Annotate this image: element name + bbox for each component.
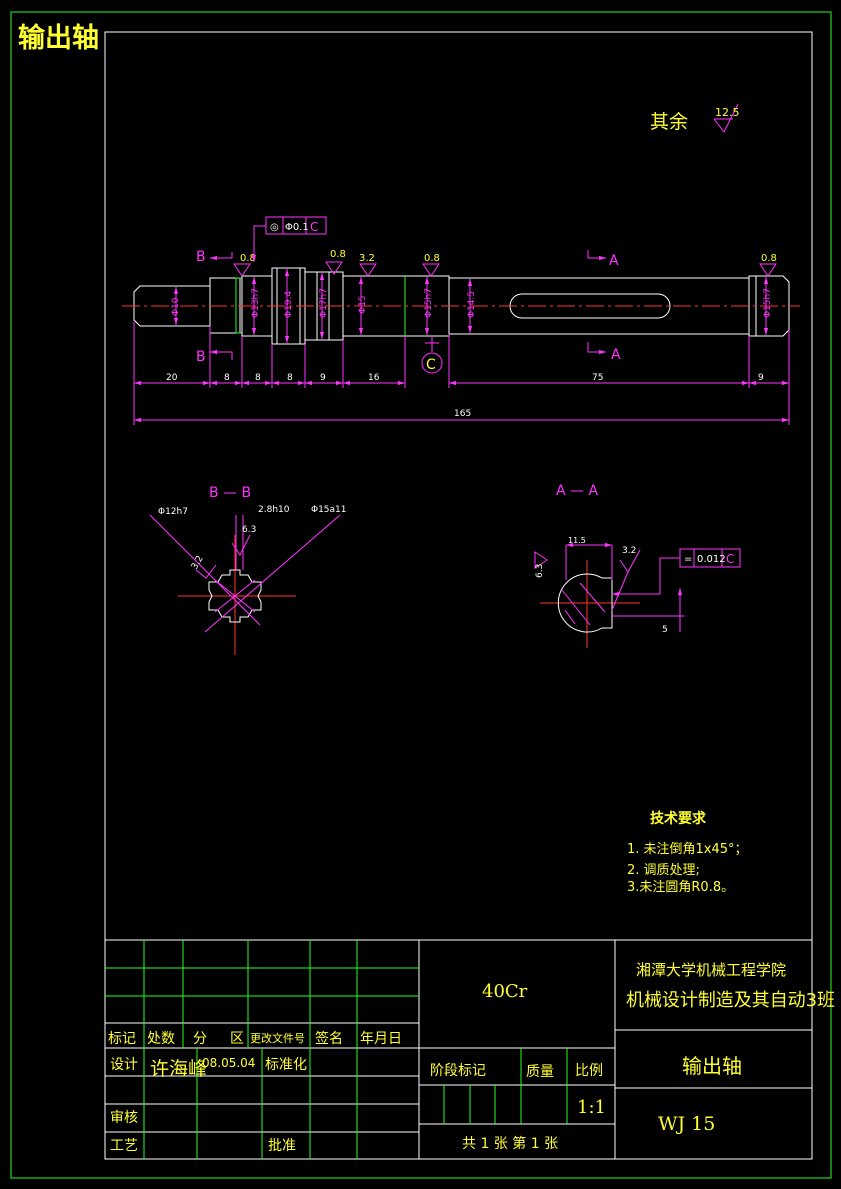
tech-req-item-2: 2. 调质处理; [627, 863, 700, 878]
keyway-width: 11.5 [568, 536, 586, 545]
spline-label-1: Φ12h7 [158, 507, 188, 517]
roughness-marks-shaft [233, 261, 777, 277]
tb-part-name: 输出轴 [682, 1054, 742, 1078]
spline-label-3: Φ15a11 [311, 505, 347, 515]
section-b-top: B [196, 249, 206, 265]
runout-datum: C [310, 220, 318, 234]
roughness-value: 12.5 [715, 106, 740, 119]
ra-mark-2: 0.8 [330, 249, 346, 260]
tb-count: 处数 [147, 1031, 175, 1047]
section-b-arrow-top [210, 252, 233, 261]
dim-seg-4: 8 [287, 373, 293, 383]
tb-approval: 批准 [268, 1138, 296, 1154]
tb-mark: 标记 [108, 1031, 136, 1047]
inner-frame [104, 31, 813, 1160]
spline-ra-1: 6.3 [242, 525, 256, 535]
drawing-title: 输出轴 [18, 22, 99, 54]
runout-tolerance-frame: ◎ Φ0.1 C [251, 216, 327, 262]
tech-req-item-1: 1. 未注倒角1x45°； [627, 842, 748, 857]
runout-value: Φ0.1 [285, 222, 309, 233]
roughness-symbol-general: 12.5 [713, 103, 740, 133]
datum-c-label: C [426, 357, 436, 373]
outer-frame [10, 11, 832, 1179]
tb-sheets: 共 1 张 第 1 张 [462, 1135, 558, 1152]
tb-weight: 质量 [526, 1064, 554, 1080]
tb-drawing-no: WJ 15 [658, 1113, 715, 1135]
spline-label-2: 2.8h10 [258, 505, 290, 515]
tb-review: 审核 [110, 1110, 138, 1126]
dia-label-5: Φ15 [358, 295, 368, 314]
tb-school: 湘潭大学机械工程学院 [636, 961, 786, 979]
dim-seg-1: 20 [166, 373, 178, 383]
tb-designer: 许海峰 [150, 1058, 207, 1080]
section-bb-title: B — B [209, 485, 251, 501]
section-a-arrow-bottom [587, 342, 606, 355]
ra-mark-3: 3.2 [359, 253, 375, 264]
tb-design-label: 设计 [110, 1057, 138, 1073]
dim-seg-7: 75 [592, 373, 603, 383]
surface-note-label: 其余 [650, 111, 688, 133]
symmetry-value: 0.012 [697, 554, 726, 565]
tb-date: 08.05.04 [202, 1056, 255, 1070]
tb-change-doc: 更改文件号 [250, 1031, 305, 1045]
symmetry-datum: C [726, 552, 734, 566]
dia-label-3: Φ19.4 [284, 291, 294, 318]
tb-date-header: 年月日 [360, 1031, 402, 1047]
symmetry-symbol: = [684, 554, 692, 565]
tb-standardization: 标准化 [265, 1057, 307, 1073]
section-b-bottom: B [196, 349, 206, 365]
keyway-ra-2: 6.3 [535, 564, 545, 578]
dim-seg-3: 8 [255, 373, 261, 383]
section-a-top: A [609, 253, 619, 269]
dia-label-2: Φ13h7 [251, 288, 261, 318]
datum-c-marker: C [421, 336, 443, 374]
dia-label-4: Φ17h7 [319, 288, 329, 318]
keyway-ra-1: 3.2 [622, 546, 636, 556]
tb-scale: 1:1 [577, 1097, 606, 1118]
dia-label-7: Φ14.5 [467, 291, 477, 318]
title-block-green-grid [105, 940, 568, 1159]
ra-mark-1: 0.8 [240, 253, 256, 264]
tb-process: 工艺 [110, 1138, 138, 1154]
tb-zone-2: 区 [230, 1031, 244, 1047]
section-a-arrow-top [587, 250, 606, 261]
dia-label-1: Φ10 [171, 297, 181, 316]
dim-seg-5: 9 [320, 373, 326, 383]
tech-req-item-3: 3.未注圆角R0.8。 [627, 880, 734, 895]
keyway-section [534, 542, 741, 648]
dimension-lines [133, 322, 790, 425]
section-aa-title: A — A [556, 483, 598, 499]
tb-material: 40Cr [482, 981, 528, 1002]
dim-seg-2: 8 [224, 373, 230, 383]
dia-label-6: Φ15h7 [424, 288, 434, 318]
tb-scale-label: 比例 [575, 1063, 603, 1079]
diameter-callouts: Φ10 Φ13h7 Φ19.4 Φ17h7 Φ15 Φ15h7 Φ14.5 Φ1… [171, 269, 773, 343]
dia-label-8: Φ15h7 [763, 288, 773, 318]
dim-seg-6: 16 [368, 373, 380, 383]
ra-mark-4: 0.8 [424, 253, 440, 264]
tb-zone-1: 分 [193, 1031, 207, 1047]
keyway-depth: 5 [662, 625, 668, 635]
tb-stage: 阶段标记 [430, 1063, 486, 1079]
dim-overall: 165 [454, 409, 471, 419]
section-a-bottom: A [611, 347, 621, 363]
runout-symbol: ◎ [270, 222, 279, 233]
tb-signature: 签名 [315, 1030, 343, 1047]
ra-mark-5: 0.8 [761, 253, 777, 264]
tech-req-heading: 技术要求 [650, 810, 707, 827]
section-b-arrow-bottom [210, 349, 233, 360]
tb-class: 机械设计制造及其自动3班 [626, 990, 835, 1011]
dim-seg-8: 9 [758, 373, 764, 383]
spline-section [149, 514, 341, 655]
